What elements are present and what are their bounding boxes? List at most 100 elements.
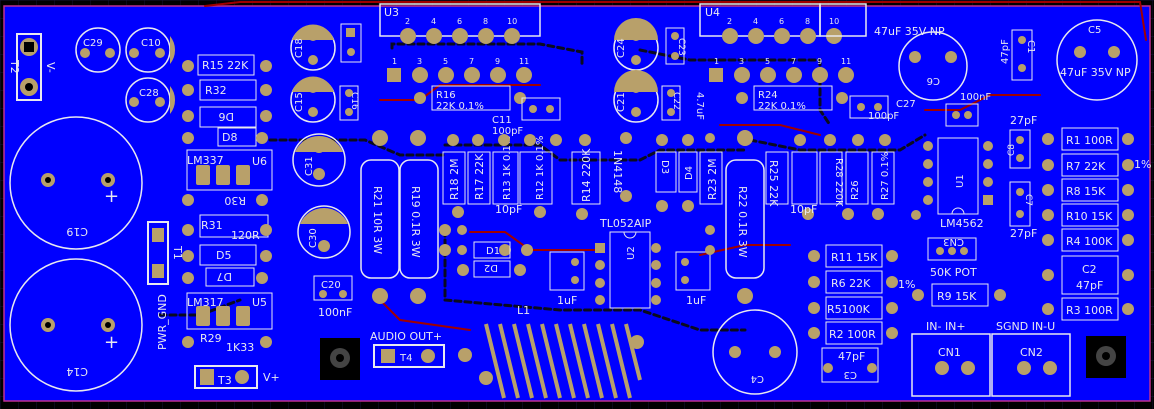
u3-top-pins: 2 4 6 8 10 <box>400 17 520 44</box>
d2-label: D2 <box>484 262 498 273</box>
r16-value: 22K 0.1% <box>436 101 484 112</box>
u3-pin-5: 5 <box>443 57 448 66</box>
capacitor-c25[interactable]: 1uF <box>675 251 711 307</box>
resistor-array-right[interactable]: R25 22K R26 R28 220K R27 0.1% <box>765 134 895 220</box>
connector-cn1[interactable]: IN- IN+ CN1 <box>911 320 991 397</box>
resistor-r23[interactable]: R23 2M <box>699 151 723 205</box>
c14-plus: + <box>104 332 119 353</box>
d1-label: D1 <box>486 246 500 257</box>
c19-label: C19 <box>66 225 88 238</box>
c2-value: 47pF <box>1076 279 1103 292</box>
diode-d3-d4[interactable]: 1N4148 D3 D4 <box>611 132 698 212</box>
capacitor-c28-c9[interactable]: C28 <box>125 77 176 123</box>
r23-label: R23 2M <box>706 158 719 200</box>
capacitor-c22[interactable]: C22 4.7uF <box>661 85 705 121</box>
capacitor-c13[interactable]: 1uF <box>549 251 585 307</box>
resistor-column-center[interactable]: R11 15K R6 22K R5100K R2 100R 1% 47pF C3 <box>808 244 915 383</box>
u4-pin-5: 5 <box>765 57 770 66</box>
capacitor-c27[interactable]: C27 100pF <box>849 95 916 122</box>
regulator-pads <box>182 60 272 348</box>
c1-value: 47pF <box>1000 39 1011 64</box>
t1-label: T1 <box>171 245 184 260</box>
r17-label: R17 22K <box>473 153 486 200</box>
c5-value: 47uF 35V NP <box>1060 66 1131 79</box>
capacitor-c7[interactable]: C7 27pF <box>1009 181 1037 240</box>
capacitor-c31[interactable]: C31 <box>292 133 346 187</box>
connector-cn2[interactable]: SGND IN-U CN2 <box>991 320 1071 397</box>
resistor-r22[interactable]: R22 0.1R 3W <box>725 130 765 304</box>
mounting-hole-left <box>320 338 360 380</box>
r15-label: R15 22K <box>202 59 249 72</box>
connector-t3[interactable]: T3 V+ <box>194 365 280 389</box>
r30-label: R30 <box>224 194 246 207</box>
r32-label: R32 <box>205 84 227 97</box>
r13-label: R13 1K 0.1% <box>502 136 513 200</box>
u4-label: U4 <box>705 6 720 19</box>
capacitor-c18[interactable]: C18 <box>290 24 336 71</box>
resistor-r16[interactable]: R16 22K 0.1% <box>414 85 526 112</box>
capacitor-c23[interactable]: C23 <box>665 27 686 65</box>
diode-d2[interactable]: D2 <box>473 260 511 278</box>
capacitor-c16[interactable]: C16 <box>339 85 359 121</box>
potentiometer-cn3[interactable]: CN3 50K POT <box>927 236 977 279</box>
c27-label: C27 <box>896 99 916 110</box>
v-plus-label: V+ <box>263 371 280 384</box>
resistor-r9[interactable]: R9 15K <box>912 283 1006 307</box>
c28-label: C28 <box>139 88 159 99</box>
u4-bottom-pins: 1 3 5 7 9 11 <box>709 57 854 83</box>
resistor-r19[interactable]: R19 0.1R 3W <box>399 130 439 304</box>
capacitor-c17[interactable] <box>340 23 362 63</box>
capacitor-c24[interactable]: C24 <box>613 18 659 71</box>
pwr-gnd-label: PWR_GND <box>156 294 169 350</box>
c2-label: C2 <box>1082 263 1097 276</box>
ic-u2[interactable]: TL052AIP U2 <box>595 217 661 309</box>
capacitor-c6[interactable]: C6 47uF 35V NP <box>874 25 968 101</box>
c1-label: C1 <box>1025 40 1036 53</box>
connector-t1[interactable]: T1 <box>147 221 184 285</box>
in-labels: IN- IN+ <box>926 320 966 333</box>
capacitor-c6-small[interactable]: 100nF <box>945 92 991 127</box>
resistor-column-right[interactable]: R1 100R R7 22K R8 15K R10 15K R4 100K C2… <box>1042 127 1151 321</box>
r8-label: R8 15K <box>1066 185 1106 198</box>
r5-label: R5100K <box>827 303 871 316</box>
u4-pin-11: 11 <box>841 57 851 66</box>
capacitor-c11[interactable]: C11 100pF <box>492 97 561 137</box>
connector-t4[interactable]: AUDIO OUT+ T4 <box>370 330 445 368</box>
capacitor-c19[interactable]: + C19 <box>9 116 143 250</box>
c6-label: C6 <box>927 75 940 86</box>
resistor-array-left[interactable]: R18 2M R17 22K R13 1K 0.1% R12 1K 0.1% R… <box>439 134 601 276</box>
c3b-value: 47pF <box>838 350 865 363</box>
capacitor-c15[interactable]: C15 <box>290 76 336 123</box>
inductor-l1[interactable]: L1 <box>458 304 644 399</box>
capacitor-c20[interactable]: C20 100nF <box>313 275 353 319</box>
capacitor-c30[interactable]: C30 <box>297 205 351 259</box>
capacitor-c1[interactable]: 47pF C1 <box>1000 29 1036 81</box>
c15-label: C15 <box>294 92 305 112</box>
resistor-r24[interactable]: R24 22K 0.1% <box>736 85 848 112</box>
ic-u1[interactable]: U1 LM4562 <box>923 137 993 230</box>
c7-value: 27pF <box>1010 227 1037 240</box>
diode-d1[interactable]: D1 <box>473 241 511 259</box>
c29-label: C29 <box>83 38 103 49</box>
ic-u4[interactable]: U4 2 4 6 8 10 1 3 5 7 9 11 <box>699 3 867 83</box>
capacitor-c5[interactable]: C5 47uF 35V NP <box>1056 19 1138 101</box>
ic-u3[interactable]: U3 2 4 6 8 10 1 3 5 7 9 11 <box>379 3 541 83</box>
c23-label: C23 <box>676 38 686 56</box>
capacitor-c8[interactable]: 27pF C8 <box>1007 114 1037 169</box>
c5-label: C5 <box>1088 25 1101 36</box>
tl052-label: TL052AIP <box>599 217 652 230</box>
t3-label: T3 <box>217 374 232 387</box>
capacitor-c29-c10[interactable]: C29 C10 <box>75 27 176 73</box>
c22-label: C22 <box>671 92 681 110</box>
u3-pin-7: 7 <box>469 57 474 66</box>
capacitor-c4[interactable]: C4 <box>712 309 798 395</box>
capacitor-c14[interactable]: + C14 <box>9 258 143 392</box>
u4-pin-7: 7 <box>791 57 796 66</box>
capacitor-c21[interactable]: C21 <box>613 70 659 123</box>
resistor-r21[interactable]: R21 10R 3W <box>360 130 400 304</box>
u4-pin-1: 1 <box>714 57 719 66</box>
regulator-section-top: R15 22K R32 D6 D8 LM337 U6 R30 R31 120R … <box>186 54 273 354</box>
d3-label: D3 <box>659 160 670 174</box>
connector-t2[interactable]: T2 <box>8 33 42 101</box>
